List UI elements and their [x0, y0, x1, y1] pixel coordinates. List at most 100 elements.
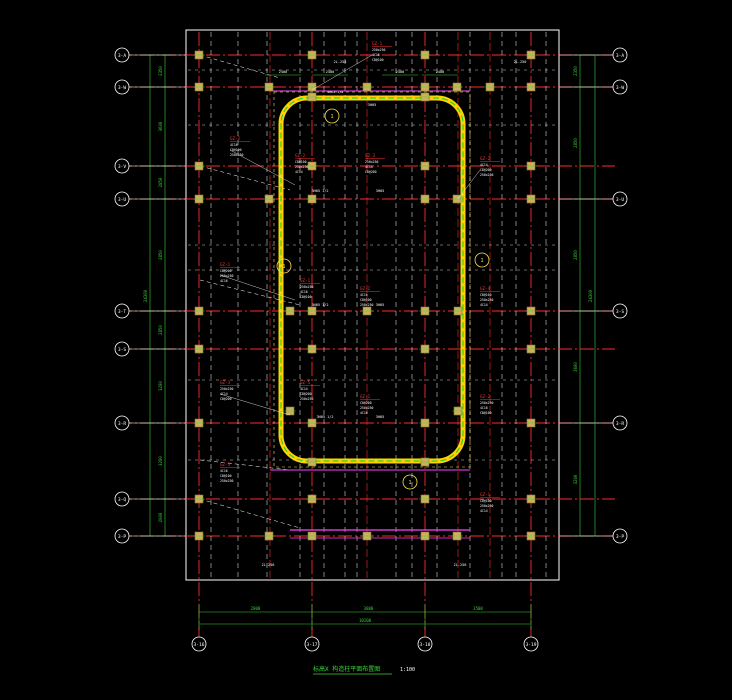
section-marker-number: 1	[480, 258, 483, 264]
dim-text-bottom: 3800	[364, 606, 374, 611]
leader-line	[219, 393, 291, 416]
small-note: 2L-250	[454, 563, 467, 567]
axis-bubble-right-label: 3-R	[616, 421, 625, 427]
callout-spec-white: 250x250	[365, 160, 379, 164]
callout-spec-white: 4C16	[360, 293, 368, 297]
callout-spec-white: 250x250	[220, 274, 234, 278]
section-marker-number: 1	[408, 480, 411, 486]
axis-bubble-bottom	[304, 636, 320, 652]
callout-label-red: GZ-1	[220, 262, 231, 267]
ring-wall-rebar	[280, 97, 464, 462]
columns	[193, 50, 537, 541]
small-note: 2L-250	[262, 563, 275, 567]
dim-text-bottom: 3500	[473, 606, 483, 611]
section-marker	[474, 252, 490, 268]
drawing-title: 标高X 构造柱平面布置图	[313, 665, 380, 673]
axis-bubble-left-label: 3-T	[118, 309, 127, 315]
axis-bubble-left-label: 3-R	[118, 421, 127, 427]
callout-label-red: GZ-2	[295, 153, 306, 158]
axis-bubble-left-label: 3-Q	[118, 497, 127, 503]
dim-text-left: 2850	[158, 250, 163, 260]
callout-spec-white: 4C16	[372, 53, 380, 57]
section-marker-number: 1	[330, 114, 333, 120]
axis-bubble-right	[612, 528, 628, 544]
callout-label-red: GZ-1	[480, 492, 491, 497]
axis-bubble-left	[114, 47, 130, 63]
dim-text-left: 3600	[158, 121, 163, 131]
callout-spec-white: 250x250	[480, 401, 494, 405]
callout-spec-white: 4C14	[480, 163, 488, 167]
callout-spec-white: C8@100	[480, 293, 492, 297]
callout-spec-white: 250x250	[300, 397, 314, 401]
axis-bubble-bottom	[191, 636, 207, 652]
axis-bubble-bottom	[417, 636, 433, 652]
axis-bubble-right	[612, 47, 628, 63]
section-marker	[402, 474, 418, 490]
dim-text-top-small: 2400	[326, 70, 334, 74]
callout-spec-white: 250x250	[295, 165, 309, 169]
axis-bubble-left	[114, 79, 130, 95]
dim-text-top-small: 2400	[436, 70, 444, 74]
callout-spec-white: C8@100	[360, 298, 372, 302]
callout-spec-white: C8@100	[300, 295, 312, 299]
callout-spec-white: 4C16	[220, 469, 228, 473]
axis-bubble-left	[114, 341, 130, 357]
callout-spec-white: 250x250	[300, 285, 314, 289]
callout-spec-white: 4C14	[295, 170, 303, 174]
callout-spec-white: C8@200	[480, 168, 492, 172]
leader-line	[311, 54, 373, 91]
callout-spec-white: 4C14	[300, 387, 308, 391]
drawing-scale: 1:100	[400, 667, 415, 673]
callout-spec-white: C8@100	[220, 474, 232, 478]
ring-wall-boundary	[273, 91, 471, 468]
axis-bubble-left	[114, 415, 130, 431]
dashed-stair-line	[199, 498, 301, 529]
callout-spec-white: C8@100	[372, 58, 384, 62]
callout-spec-white: 250x250	[480, 298, 494, 302]
sheet-frame	[185, 29, 560, 581]
ring-label: 3H05	[376, 189, 384, 193]
dashed-stair-line	[199, 459, 291, 471]
section-marker	[276, 258, 292, 274]
callout-spec-white: 4C14	[480, 509, 488, 513]
axis-bubble-right	[612, 303, 628, 319]
callout-label-red: GZ-5	[300, 380, 311, 385]
dim-text-left: 3200	[158, 381, 163, 391]
axis-bubble-right-label: 3-W	[616, 85, 625, 91]
axis-bubble-bottom-label: 3-16	[193, 642, 204, 648]
callout-spec-white: 250x250	[360, 303, 374, 307]
callout-spec-white: 250x250	[372, 48, 386, 52]
section-marker-number: 1	[282, 264, 285, 270]
axis-bubble-left-label: 3-A	[118, 53, 127, 59]
callout-spec-white: C8@200	[365, 170, 377, 174]
ring-label: 3H05 1/2	[317, 415, 334, 419]
callout-spec-white: 250x250	[360, 406, 374, 410]
callout-spec-white: C8@100	[480, 411, 492, 415]
callout-spec-white: C8@100	[230, 148, 242, 152]
callout-label-red: GZ-2	[230, 136, 241, 141]
dim-text-right: 3600	[573, 362, 578, 372]
axis-bubble-bottom-label: 3-17	[306, 642, 317, 648]
callout-spec-white: C8@200	[300, 392, 312, 396]
axis-bubble-right	[612, 191, 628, 207]
axis-bubble-right	[612, 415, 628, 431]
axis-bubble-left	[114, 158, 130, 174]
small-note: 2L-250	[334, 60, 347, 64]
leader-line	[229, 149, 296, 186]
axis-bubble-right	[612, 79, 628, 95]
ring-label: 3H05	[376, 415, 384, 419]
axis-bubble-left	[114, 191, 130, 207]
axis-bubble-right-label: 3-P	[616, 534, 625, 540]
callout-label-red: GZ-2	[480, 394, 491, 399]
axis-bubble-left	[114, 528, 130, 544]
axis-bubble-left-label: 3-V	[118, 164, 127, 170]
axis-bubble-bottom-label: 3-19	[525, 642, 536, 648]
callout-label-red: GZ-4	[480, 286, 491, 291]
leader-line	[457, 169, 481, 200]
ring-label: 3H05	[376, 303, 384, 307]
dim-text-left: 2000	[158, 512, 163, 522]
callout-spec-white: 4C14	[365, 165, 373, 169]
axis-bubble-left	[114, 491, 130, 507]
